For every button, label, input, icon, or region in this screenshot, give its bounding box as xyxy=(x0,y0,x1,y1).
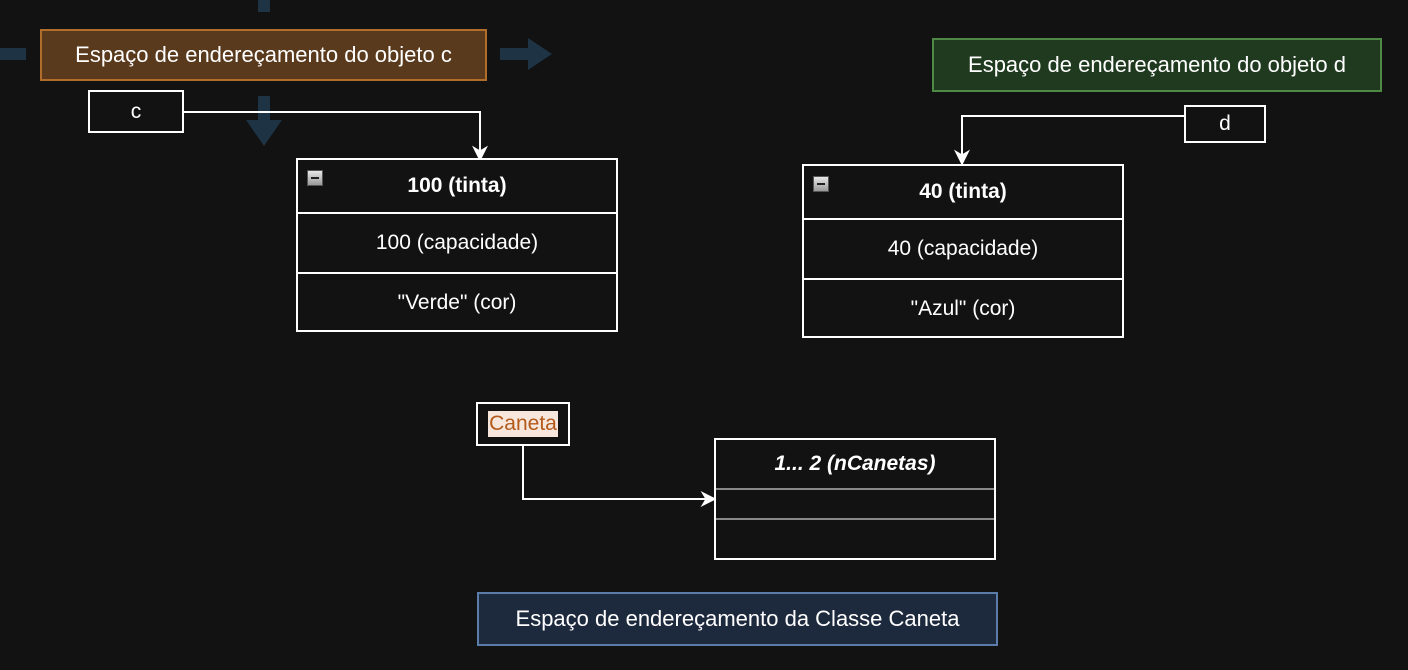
variable-d[interactable]: d xyxy=(1184,105,1266,143)
faded-arrow-stub-top xyxy=(258,0,270,12)
faded-arrow-down-icon xyxy=(246,96,282,146)
collapse-icon[interactable] xyxy=(813,176,829,192)
object-c-capacidade: 100 (capacidade) xyxy=(298,214,616,274)
faded-arrow-right-icon xyxy=(500,38,552,70)
caneta-reference[interactable]: Caneta xyxy=(476,402,570,446)
connector-c-to-object xyxy=(184,111,488,162)
object-d-tinta: 40 (tinta) xyxy=(919,180,1007,203)
class-caneta-empty-row xyxy=(716,490,994,520)
object-d-cor: "Azul" (cor) xyxy=(910,297,1016,320)
object-c-address-space-title: Espaço de endereçamento do objeto c xyxy=(40,29,487,81)
object-d-address-space-title: Espaço de endereçamento do objeto d xyxy=(932,38,1382,92)
collapse-icon[interactable] xyxy=(307,170,323,186)
class-caneta-ncanetas: 1... 2 (nCanetas) xyxy=(716,440,994,490)
object-d-header: 40 (tinta) xyxy=(804,166,1122,220)
variable-c[interactable]: c xyxy=(88,90,184,133)
object-c-header: 100 (tinta) xyxy=(298,160,616,214)
object-d[interactable]: 40 (tinta) 40 (capacidade) "Azul" (cor) xyxy=(802,164,1124,338)
connector-caneta-to-class xyxy=(522,446,717,507)
caneta-label: Caneta xyxy=(488,411,558,437)
faded-arrow-stub-left xyxy=(0,48,26,60)
object-c[interactable]: 100 (tinta) 100 (capacidade) "Verde" (co… xyxy=(296,158,618,332)
object-c-cor: "Verde" (cor) xyxy=(397,291,517,314)
object-d-capacidade: 40 (capacidade) xyxy=(804,220,1122,280)
connector-d-to-object xyxy=(954,115,1184,166)
class-caneta-static-box[interactable]: 1... 2 (nCanetas) xyxy=(714,438,996,560)
class-caneta-address-space-title: Espaço de endereçamento da Classe Caneta xyxy=(477,592,998,646)
object-c-tinta: 100 (tinta) xyxy=(407,174,507,197)
